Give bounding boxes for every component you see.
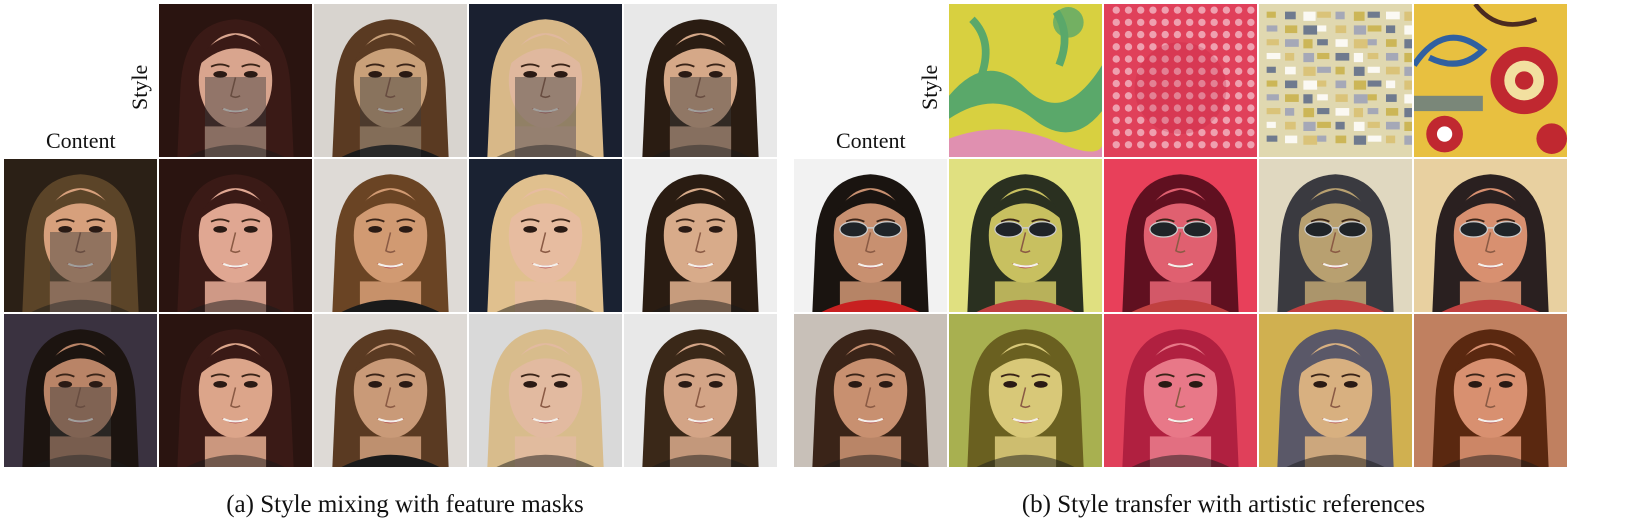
- stylized-result-image: [1413, 158, 1568, 313]
- style-woman-blonde: [468, 3, 623, 158]
- style-row-label: Style: [127, 64, 152, 110]
- result-image: [313, 313, 468, 468]
- stylized-result-image: [1103, 158, 1258, 313]
- feature-mask-overlay: [514, 77, 577, 157]
- result-image: [468, 313, 623, 468]
- content-woman-curly-hair: [793, 313, 948, 468]
- result-image: [158, 158, 313, 313]
- result-image: [623, 313, 778, 468]
- feature-mask-overlay: [49, 232, 112, 312]
- panel-style-mixing: Style Content: [0, 0, 810, 529]
- feature-mask-overlay: [204, 77, 267, 157]
- stylized-result-image: [1258, 313, 1413, 468]
- result-image: [313, 158, 468, 313]
- stylized-result-image: [948, 313, 1103, 468]
- style-man-suit: [313, 3, 468, 158]
- caption-b: (b) Style transfer with artistic referen…: [1021, 491, 1426, 518]
- result-image: [468, 158, 623, 313]
- feature-mask-overlay: [359, 77, 422, 157]
- feature-mask-overlay: [49, 387, 112, 467]
- content-man-sunglasses: [793, 158, 948, 313]
- style-woman-dark-hair: [158, 3, 313, 158]
- stylized-result-image: [1103, 313, 1258, 468]
- content-column-label: Content: [46, 128, 116, 153]
- art-yellow-green-landscape: [948, 3, 1103, 158]
- stylized-result-image: [1413, 313, 1568, 468]
- stylized-result-image: [948, 158, 1103, 313]
- style-young-man: [623, 3, 778, 158]
- art-colorful-circles: [1413, 3, 1568, 158]
- result-image: [158, 313, 313, 468]
- art-red-dots: [1103, 3, 1258, 158]
- result-image: [623, 158, 778, 313]
- caption-a: (a) Style mixing with feature masks: [226, 491, 584, 518]
- art-mondrian-composition: [1258, 3, 1413, 158]
- style-row-label: Style: [917, 64, 942, 110]
- panel-style-transfer: Style Content: [793, 0, 1627, 529]
- content-woman-smiling: [3, 158, 158, 313]
- stylized-result-image: [1258, 158, 1413, 313]
- content-man-beard: [3, 313, 158, 468]
- feature-mask-overlay: [669, 77, 732, 157]
- content-column-label: Content: [836, 128, 906, 153]
